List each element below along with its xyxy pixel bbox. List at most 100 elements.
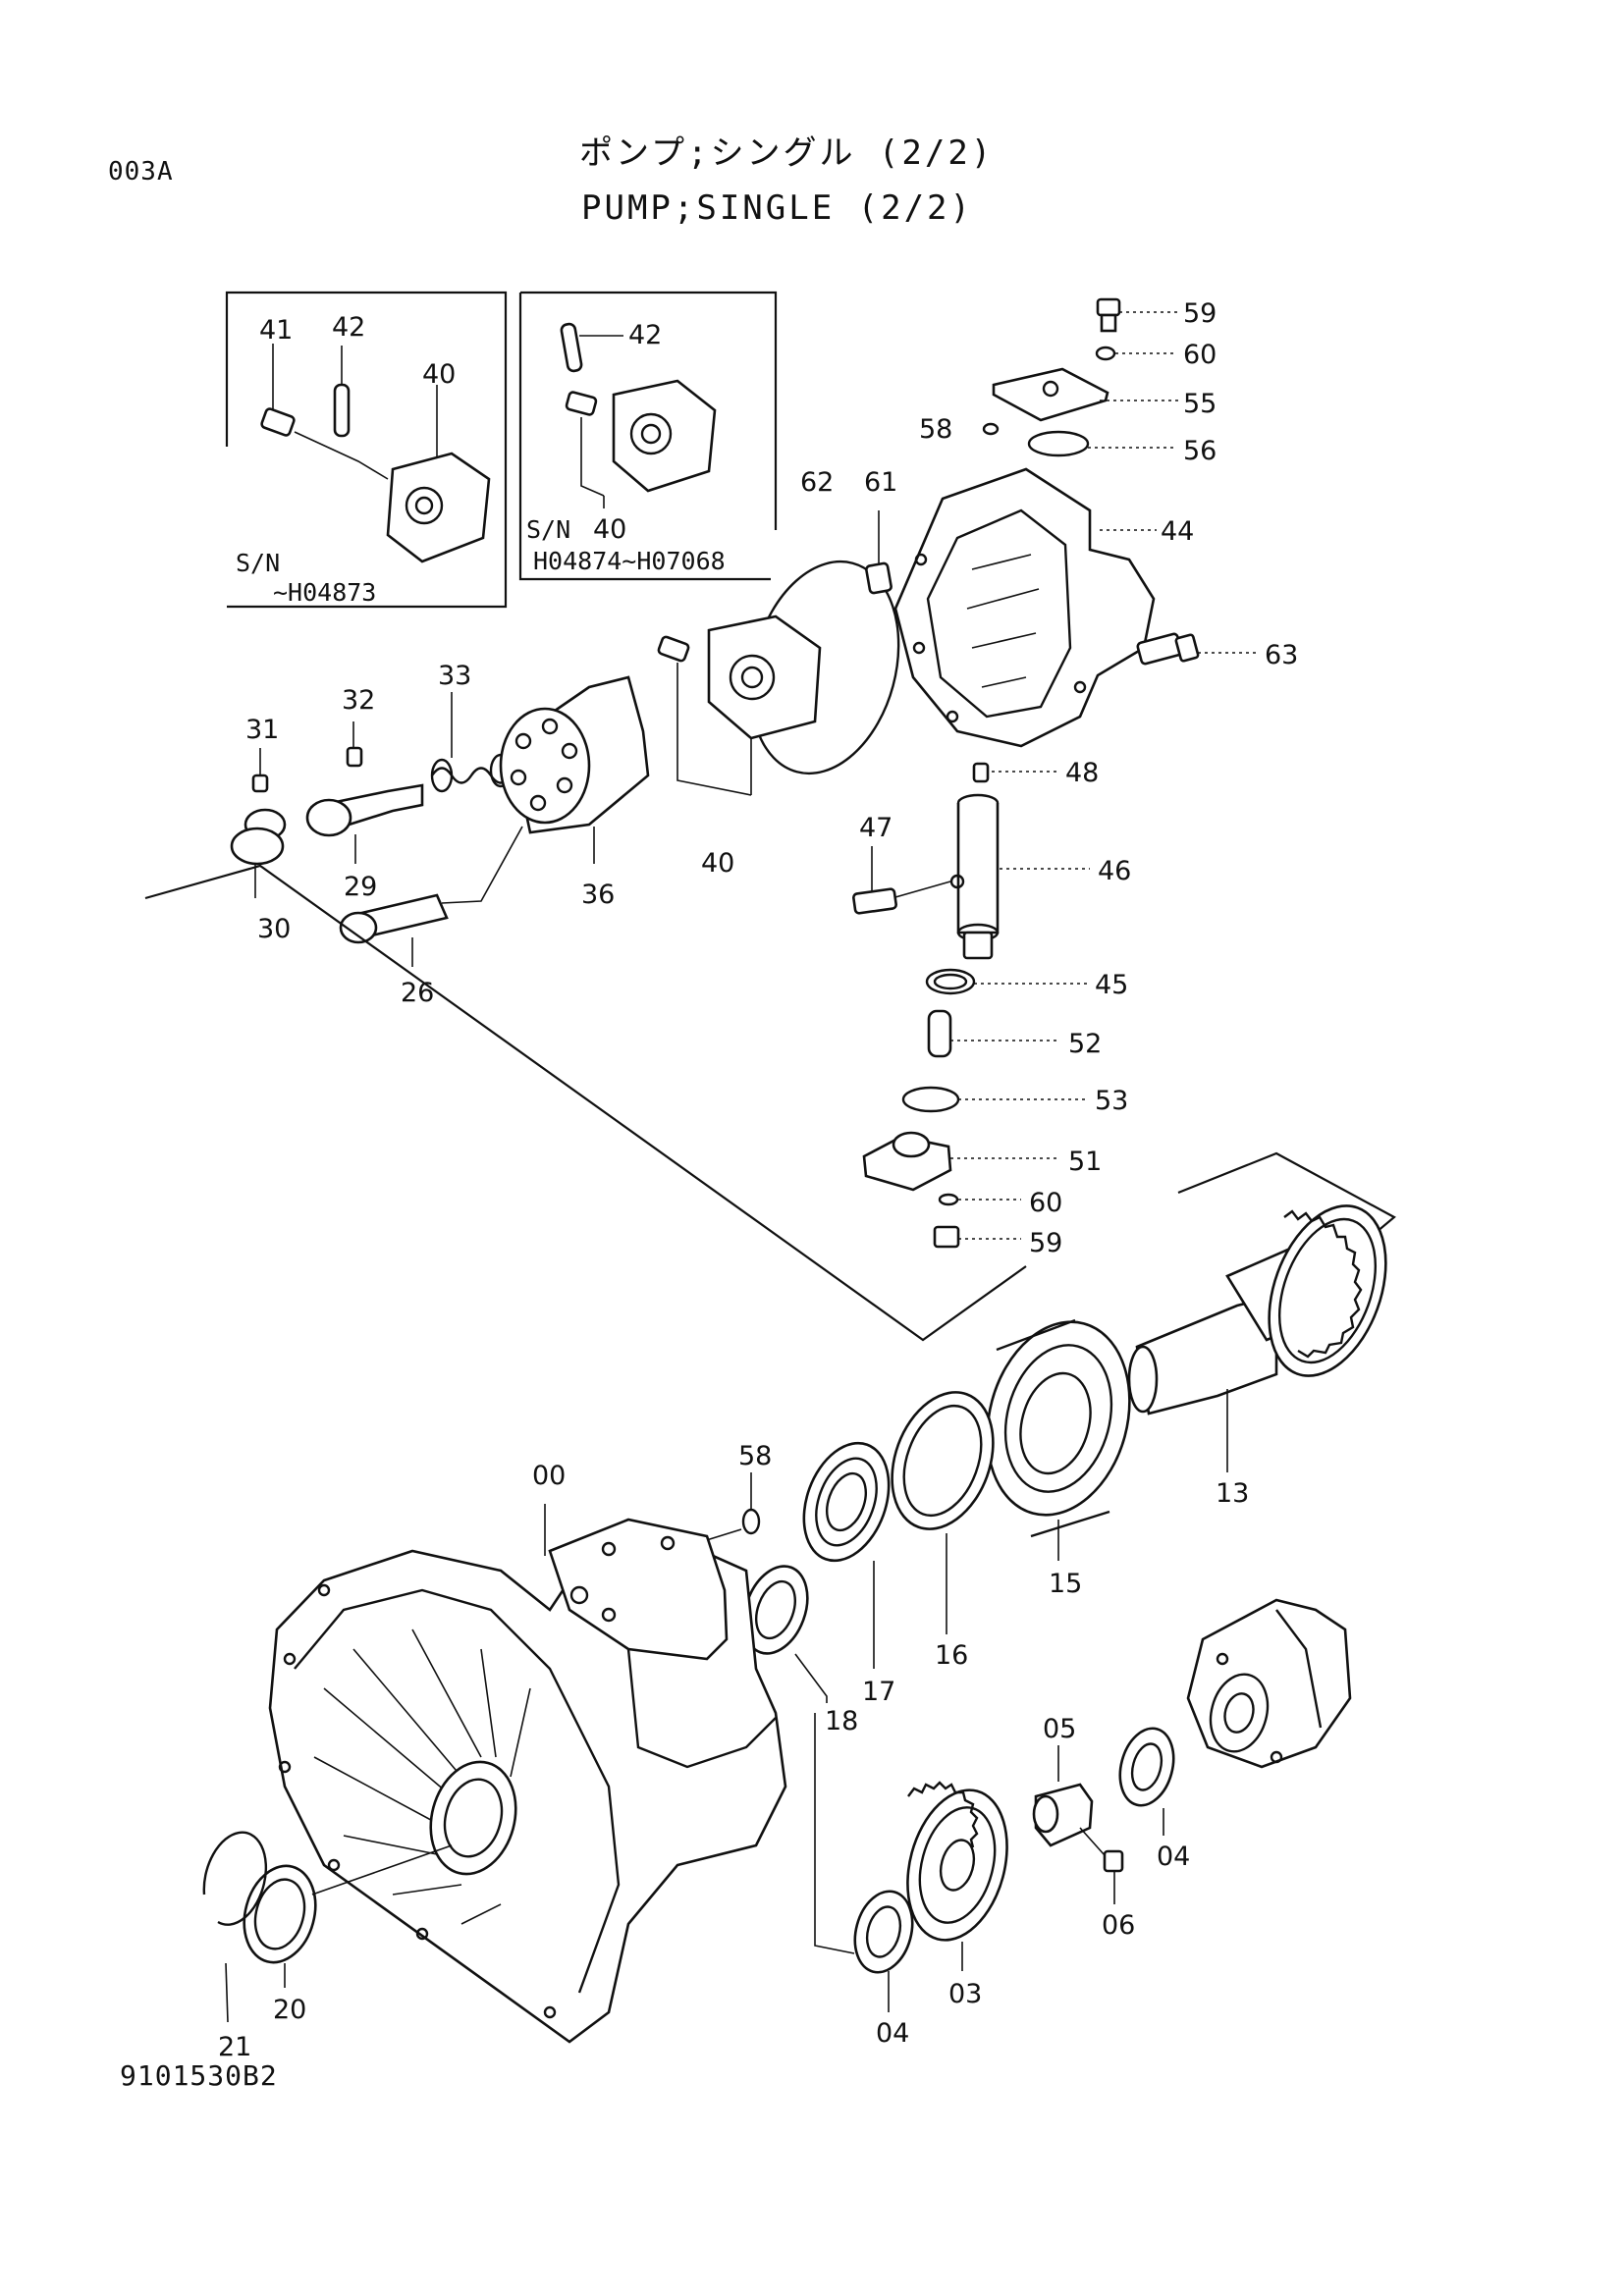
pin-52 xyxy=(927,1009,1060,1058)
plug-47 xyxy=(852,846,951,915)
label-58-bottom: 58 xyxy=(738,1441,772,1471)
label-63: 63 xyxy=(1265,640,1298,670)
label-15: 15 xyxy=(1049,1569,1082,1599)
pin-42-middle xyxy=(560,322,623,373)
bolt-59-bottom xyxy=(933,1225,1021,1249)
gear-pump-assembly xyxy=(1186,1598,1352,1769)
label-48: 48 xyxy=(1065,758,1099,788)
bearing-04-right xyxy=(1118,1727,1175,1836)
label-58-top: 58 xyxy=(919,414,952,445)
label-18: 18 xyxy=(825,1706,858,1736)
label-04-right: 04 xyxy=(1157,1842,1190,1872)
label-31: 31 xyxy=(245,715,279,745)
label-53: 53 xyxy=(1095,1086,1128,1116)
label-36: 36 xyxy=(581,880,615,910)
pin-42-early xyxy=(333,346,351,438)
port-plate-cover-middle xyxy=(565,379,717,508)
bearing-15 xyxy=(986,1318,1131,1561)
gear-03 xyxy=(906,1781,1008,1971)
piston-26 xyxy=(339,826,523,967)
label-03: 03 xyxy=(948,1979,982,2009)
title-japanese: ポンプ;シングル (2/2) xyxy=(579,133,995,173)
label-20: 20 xyxy=(273,1995,306,2025)
shaft-05 xyxy=(1032,1745,1094,1847)
label-33: 33 xyxy=(438,661,471,691)
seal-16 xyxy=(891,1391,995,1634)
label-40-early: 40 xyxy=(422,359,456,390)
oring-53 xyxy=(901,1086,1088,1113)
port-plate-cover-early xyxy=(294,385,491,563)
serial-range-middle: H04874~H07068 xyxy=(533,547,726,575)
serial-box-early: S/N ~H04873 xyxy=(225,291,508,609)
label-46: 46 xyxy=(1098,856,1131,886)
label-41: 41 xyxy=(259,315,293,346)
snap-ring-21 xyxy=(202,1831,268,2023)
washer-60-bottom xyxy=(938,1193,1021,1206)
label-62: 62 xyxy=(800,467,834,498)
nut-18 xyxy=(742,1565,828,1703)
guide-30 xyxy=(230,808,287,898)
drawing-code: 003A xyxy=(108,157,174,187)
cap-51 xyxy=(862,1131,1060,1192)
serial-range-early: ~H04873 xyxy=(273,578,376,607)
label-42-middle: 42 xyxy=(628,320,662,350)
label-30: 30 xyxy=(257,914,291,944)
drive-shaft-13 xyxy=(1127,1204,1387,1472)
label-59-bottom: 59 xyxy=(1029,1228,1062,1258)
serial-box-middle: S/N H04874~H07068 xyxy=(518,291,778,581)
cylinder-block-36 xyxy=(499,675,650,864)
label-32: 32 xyxy=(342,685,375,716)
fitting-41 xyxy=(260,344,296,437)
serial-label-early: S/N xyxy=(236,549,280,577)
spring-33 xyxy=(430,692,513,793)
bolt-59-top xyxy=(1096,297,1178,333)
label-40-middle: 40 xyxy=(593,514,626,545)
oring-58-top xyxy=(982,422,1000,436)
sleeve-46 xyxy=(949,793,1090,960)
port-plate-cover-40 xyxy=(657,614,822,796)
label-52: 52 xyxy=(1068,1029,1102,1059)
main-housing-00 xyxy=(268,1504,855,2044)
cover-55 xyxy=(992,367,1178,422)
group-leader-line-left xyxy=(144,864,1027,1342)
title-english: PUMP;SINGLE (2/2) xyxy=(581,188,973,228)
label-16: 16 xyxy=(935,1640,968,1671)
label-21: 21 xyxy=(218,2032,251,2062)
label-05: 05 xyxy=(1043,1714,1076,1744)
label-60-bottom: 60 xyxy=(1029,1188,1062,1218)
label-60-top: 60 xyxy=(1183,340,1217,370)
label-26: 26 xyxy=(401,978,434,1008)
bearing-04-left xyxy=(853,1890,914,2012)
pin-32 xyxy=(346,721,363,768)
washer-60-top xyxy=(1095,346,1176,361)
serial-label-middle: S/N xyxy=(526,515,570,544)
plug-61 xyxy=(865,510,893,595)
label-47: 47 xyxy=(859,813,893,843)
label-00: 00 xyxy=(532,1461,566,1491)
label-55: 55 xyxy=(1183,389,1217,419)
oring-56 xyxy=(1027,430,1176,457)
ring-45 xyxy=(925,968,1088,995)
drawing-number: 9101530B2 xyxy=(120,2059,278,2092)
ball-31 xyxy=(251,748,269,793)
pump-housing-44 xyxy=(893,467,1157,748)
label-40-main: 40 xyxy=(701,848,734,879)
bolt-63 xyxy=(1136,632,1257,666)
label-04-left: 04 xyxy=(876,2018,909,2049)
key-06 xyxy=(1079,1827,1124,1904)
label-06: 06 xyxy=(1102,1910,1135,1941)
label-51: 51 xyxy=(1068,1147,1102,1177)
label-29: 29 xyxy=(344,872,377,902)
label-45: 45 xyxy=(1095,970,1128,1000)
holder-29 xyxy=(305,783,424,864)
label-42-early: 42 xyxy=(332,312,365,343)
label-13: 13 xyxy=(1216,1478,1249,1509)
label-44: 44 xyxy=(1161,516,1194,547)
label-56: 56 xyxy=(1183,436,1217,466)
label-61: 61 xyxy=(864,467,897,498)
bearing-17 xyxy=(802,1441,891,1669)
label-59-top: 59 xyxy=(1183,298,1217,329)
spring-48 xyxy=(972,762,1058,783)
label-17: 17 xyxy=(862,1677,895,1707)
